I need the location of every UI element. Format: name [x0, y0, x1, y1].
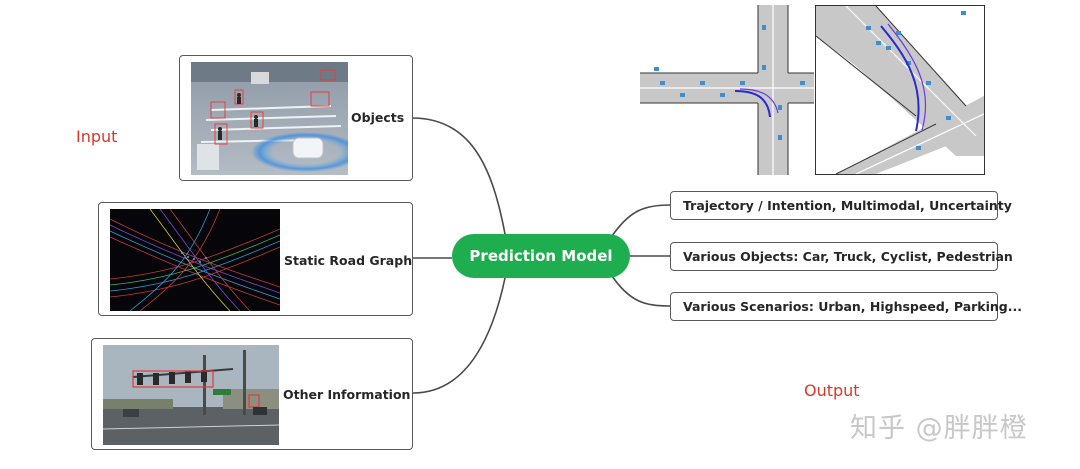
prediction-model-node: Prediction Model [452, 234, 630, 278]
input-other-info-label: Other Information [283, 387, 411, 402]
map-trajectory-image-2 [815, 5, 985, 175]
traffic-light-street-image [103, 345, 279, 445]
output-label: Output [804, 381, 860, 400]
watermark-text: 知乎 @胖胖橙 [850, 413, 1028, 444]
input-objects-box: Objects [179, 55, 413, 181]
input-label: Input [76, 127, 118, 146]
output-objects-box: Various Objects: Car, Truck, Cyclist, Pe… [670, 242, 1013, 271]
input-other-info-box: Other Information [91, 338, 413, 450]
input-road-graph-box: Static Road Graph [98, 202, 413, 316]
map-trajectory-image [640, 5, 814, 175]
road-graph-image [110, 209, 280, 311]
object-detection-image [191, 62, 348, 175]
input-objects-label: Objects [351, 110, 405, 125]
output-objects-label: Various Objects: Car, Truck, Cyclist, Pe… [683, 249, 1013, 264]
output-scenarios-box: Various Scenarios: Urban, Highspeed, Par… [670, 292, 1023, 321]
output-scenarios-label: Various Scenarios: Urban, Highspeed, Par… [683, 299, 1023, 314]
output-trajectory-box: Trajectory / Intention, Multimodal, Unce… [670, 191, 1012, 220]
input-road-graph-label: Static Road Graph [284, 253, 413, 268]
output-trajectory-label: Trajectory / Intention, Multimodal, Unce… [683, 198, 1012, 213]
